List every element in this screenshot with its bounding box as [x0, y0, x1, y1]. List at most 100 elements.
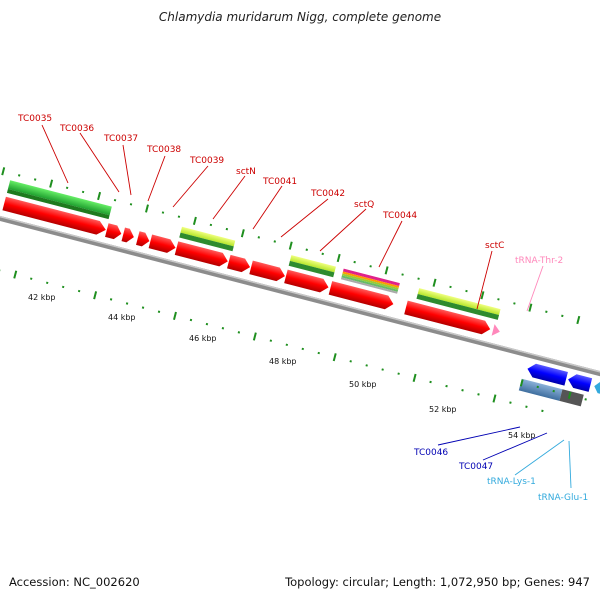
label-tc0039: TC0039	[189, 156, 224, 166]
bar-orange-tc0044	[342, 271, 400, 288]
bar-lime-sctc	[417, 288, 501, 315]
gene-sctq[interactable]	[284, 269, 330, 295]
accession-text: Accession: NC_002620	[9, 575, 140, 589]
reverse-genes	[526, 362, 600, 395]
minor-tick	[269, 339, 273, 342]
bar-green-1	[7, 180, 112, 216]
bar-lime-sctq	[289, 255, 336, 273]
minor-tick	[417, 277, 420, 280]
major-tick	[173, 311, 177, 320]
label-tc0042: TC0042	[310, 189, 345, 199]
feature-bars-lower	[518, 378, 584, 407]
minor-tick	[45, 281, 49, 285]
major-tick	[192, 216, 197, 225]
minor-tick	[161, 211, 165, 214]
bar-steel-tc0046	[518, 378, 563, 401]
gene-tc0047[interactable]	[566, 373, 593, 392]
minor-tick	[497, 298, 500, 301]
scale-label: 44 kbp	[108, 313, 136, 322]
minor-tick	[29, 277, 33, 280]
label-sctq: sctQ	[354, 200, 374, 210]
major-tick	[97, 191, 102, 201]
minor-tick	[536, 385, 539, 389]
minor-tick	[225, 227, 229, 231]
minor-tick	[125, 302, 129, 305]
minor-tick	[381, 368, 384, 371]
minor-tick	[584, 398, 587, 401]
major-tick	[1, 167, 6, 176]
leader-line	[568, 440, 572, 489]
minor-tick	[513, 302, 516, 305]
label-tc0038: TC0038	[146, 145, 181, 155]
label-tc0041: TC0041	[262, 177, 297, 187]
major-tick	[576, 315, 581, 325]
gene-tc0038[interactable]	[136, 231, 151, 248]
gene-tc0046[interactable]	[526, 362, 568, 386]
minor-tick	[285, 343, 289, 347]
minor-tick	[561, 314, 564, 318]
gene-tc0042[interactable]	[249, 260, 286, 283]
minor-tick	[477, 393, 480, 396]
gene-tc0044[interactable]	[328, 281, 395, 311]
minor-tick	[552, 389, 555, 393]
gene-tc0041[interactable]	[227, 254, 252, 274]
gene-tc0037[interactable]	[121, 227, 136, 244]
minor-tick	[109, 298, 113, 301]
leader-line	[212, 175, 246, 220]
major-tick	[432, 278, 437, 287]
leader-line	[172, 165, 209, 208]
leader-line	[476, 250, 493, 310]
scale-label: 48 kbp	[269, 357, 297, 366]
minor-tick	[445, 384, 448, 388]
leader-line	[437, 426, 521, 446]
gene-tc0035[interactable]	[2, 196, 107, 237]
major-tick	[93, 291, 98, 300]
minor-tick	[33, 178, 37, 181]
bar-grey-tc0047	[559, 389, 584, 407]
leader-line	[79, 132, 120, 193]
bar-green-sctc	[416, 293, 500, 320]
leader-line-trna-thr	[526, 265, 544, 312]
major-tick	[492, 394, 497, 403]
minor-tick	[509, 401, 512, 404]
label-trna-lys-1: tRNA-Lys-1	[487, 477, 536, 487]
major-tick	[567, 391, 572, 399]
bar-yellowgreen-tc0044	[341, 273, 399, 290]
minor-tick	[221, 327, 225, 330]
map-title: Chlamydia muridarum Nigg, complete genom…	[158, 10, 442, 24]
gene-tc0039[interactable]	[148, 234, 178, 255]
minor-tick	[157, 310, 161, 313]
major-tick	[332, 353, 337, 362]
minor-tick	[321, 252, 324, 256]
minor-tick	[541, 409, 544, 413]
gene-sctn[interactable]	[174, 241, 230, 268]
scale-label: 54 kbp	[508, 431, 536, 440]
leader-line	[319, 208, 367, 252]
leader-line	[122, 144, 132, 196]
scale-labels: 42 kbp 44 kbp 46 kbp 48 kbp 50 kbp 52 kb…	[28, 293, 536, 440]
minor-tick	[237, 331, 241, 334]
leader-line	[514, 439, 565, 476]
gene-trna-lys-1[interactable]	[593, 380, 600, 395]
bar-grey-tc0044	[340, 277, 398, 294]
major-tick	[49, 179, 54, 188]
minor-tick	[177, 215, 181, 218]
major-tick	[519, 379, 524, 387]
feature-labels-top: TC0035 TC0036 TC0037 TC0038 TC0039 sctN …	[17, 114, 563, 312]
minor-tick	[401, 273, 404, 276]
minor-tick	[129, 203, 133, 206]
minor-tick	[113, 198, 117, 202]
minor-tick	[397, 372, 400, 375]
major-tick	[13, 270, 18, 279]
minor-tick	[465, 289, 468, 293]
minor-tick	[305, 248, 308, 251]
gene-sctc[interactable]	[404, 300, 492, 336]
gene-tc0036[interactable]	[105, 223, 123, 240]
label-sctc: sctC	[485, 241, 504, 251]
leader-line	[482, 432, 548, 461]
minor-tick	[65, 186, 69, 190]
major-tick	[384, 266, 389, 275]
label-tc0044: TC0044	[382, 211, 417, 221]
gene-trna-thr-2[interactable]	[491, 324, 502, 337]
